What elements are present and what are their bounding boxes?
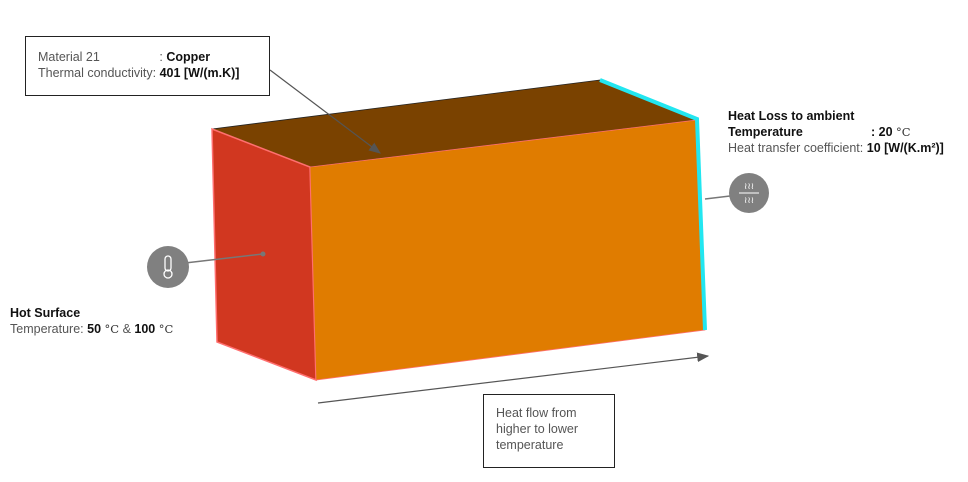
material-name-value: Copper bbox=[166, 50, 211, 64]
amp: & bbox=[122, 322, 131, 336]
conductivity-label: Thermal conductivity: bbox=[38, 66, 157, 80]
material-colon: : bbox=[159, 50, 163, 64]
hot-unit-1: °C bbox=[104, 322, 120, 336]
material-callout: Material 21: Copper Thermal conductivity… bbox=[25, 36, 270, 96]
ambient-edge bbox=[599, 78, 707, 331]
heat-flow-text: Heat flow from higher to lower temperatu… bbox=[496, 406, 578, 452]
material-callout-text: Material 21: Copper Thermal conductivity… bbox=[38, 49, 239, 81]
heat-flow-arrow bbox=[317, 352, 710, 404]
hot-pointer-dot bbox=[260, 251, 266, 257]
hot-unit-2: °C bbox=[158, 322, 174, 336]
svg-text:≀≀≀: ≀≀≀ bbox=[744, 182, 754, 192]
hot-surface-label: Hot Surface Temperature: 50 °C & 100 °C bbox=[10, 305, 173, 337]
heat-loss-title: Heat Loss to ambient bbox=[728, 109, 855, 123]
material-name-label: Material 21 bbox=[38, 50, 100, 64]
ambient-temp-value: : 20 bbox=[871, 125, 893, 139]
svg-text:≀≀≀: ≀≀≀ bbox=[744, 196, 754, 206]
hot-surface-title: Hot Surface bbox=[10, 306, 81, 320]
coeff-value: 10 [W/(K.m²)] bbox=[866, 141, 944, 155]
ambient-pointer bbox=[704, 195, 731, 200]
hot-pointer bbox=[184, 253, 264, 264]
material-pointer bbox=[269, 69, 381, 154]
hot-temp-label: Temperature: bbox=[10, 322, 84, 336]
coeff-label: Heat transfer coefficient: bbox=[728, 141, 864, 155]
hot-temp-1: 50 bbox=[87, 322, 102, 336]
thermometer-icon[interactable] bbox=[147, 246, 189, 288]
heat-loss-label: Heat Loss to ambient Temperature: 20 °C … bbox=[728, 108, 944, 156]
convection-icon[interactable]: ≀≀≀ ≀≀≀ bbox=[729, 173, 769, 213]
ambient-temp-unit: °C bbox=[896, 125, 911, 139]
conductivity-value: 401 [W/(m.K)] bbox=[159, 66, 240, 80]
hot-temp-2: 100 bbox=[134, 322, 156, 336]
ambient-temp-label: Temperature bbox=[728, 125, 803, 139]
heat-flow-callout: Heat flow from higher to lower temperatu… bbox=[483, 394, 615, 468]
